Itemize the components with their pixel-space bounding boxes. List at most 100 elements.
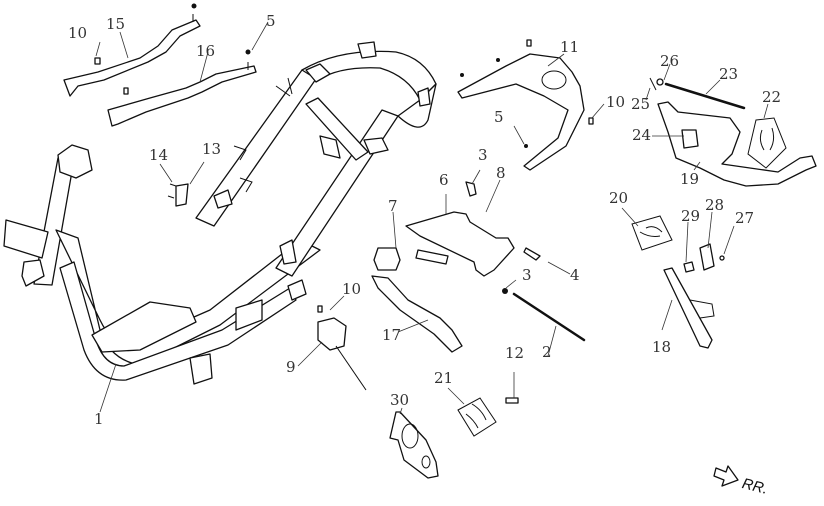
gasket-hole bbox=[421, 455, 431, 469]
callout-22: 22 bbox=[762, 88, 782, 106]
callout-10: 10 bbox=[606, 93, 626, 111]
gasket-plate-30 bbox=[389, 411, 439, 479]
frame-tab bbox=[279, 239, 297, 265]
lower-bracket-17 bbox=[371, 275, 463, 353]
seat-bracket-plate bbox=[319, 135, 341, 159]
callout-26: 26 bbox=[660, 52, 680, 70]
main-frame bbox=[3, 41, 437, 385]
callout-9: 9 bbox=[286, 358, 296, 376]
bolt bbox=[526, 39, 532, 47]
bolt-3-a bbox=[465, 181, 477, 197]
callout-24: 24 bbox=[632, 126, 652, 144]
callout-17: 17 bbox=[382, 326, 402, 344]
stopper-24 bbox=[681, 129, 699, 149]
long-bolt-2 bbox=[512, 292, 586, 342]
callout-20: 20 bbox=[609, 189, 629, 207]
arrow-icon bbox=[713, 465, 739, 487]
seat-crossbar bbox=[305, 97, 369, 161]
gasket-hole bbox=[401, 423, 419, 449]
callout-21: 21 bbox=[434, 369, 454, 387]
bolt-4 bbox=[523, 247, 541, 261]
frame-tab bbox=[213, 189, 233, 209]
frame-tab bbox=[357, 41, 377, 59]
callout-23: 23 bbox=[719, 65, 739, 83]
cotter-pin-25 bbox=[649, 77, 657, 91]
side-stand-18 bbox=[663, 267, 713, 349]
floor-bracket-16 bbox=[107, 65, 257, 127]
spring-set-22 bbox=[747, 117, 787, 169]
rear-bracket-11 bbox=[457, 53, 585, 171]
stand-shaft-23 bbox=[664, 82, 746, 110]
screw-14 bbox=[167, 195, 175, 199]
callout-5: 5 bbox=[494, 108, 504, 126]
nut bbox=[460, 73, 464, 77]
callout-7: 7 bbox=[388, 197, 398, 215]
screw-14 bbox=[169, 183, 177, 187]
callout-25: 25 bbox=[631, 95, 651, 113]
callout-8: 8 bbox=[496, 164, 506, 182]
spring bbox=[639, 226, 663, 237]
bushing-7 bbox=[373, 247, 401, 271]
frame-tab bbox=[287, 279, 307, 301]
spring bbox=[759, 127, 775, 151]
frame-tab bbox=[189, 353, 213, 385]
cross-tube bbox=[91, 301, 197, 353]
side-stand-arm bbox=[689, 299, 715, 319]
callout-12: 12 bbox=[505, 344, 525, 362]
callout-11: 11 bbox=[560, 38, 580, 56]
spring-set-20 bbox=[631, 215, 673, 251]
frame-tab bbox=[417, 87, 431, 107]
callout-4: 4 bbox=[570, 266, 580, 284]
callout-19: 19 bbox=[680, 170, 700, 188]
small-plate-13 bbox=[175, 183, 189, 207]
bolt-10-c bbox=[588, 117, 594, 125]
callout-1: 1 bbox=[94, 410, 104, 428]
callout-6: 6 bbox=[439, 171, 449, 189]
floor-bracket-15 bbox=[63, 19, 201, 97]
callout-2: 2 bbox=[542, 343, 552, 361]
callout-3: 3 bbox=[478, 146, 488, 164]
head-lower-clamp bbox=[21, 259, 45, 287]
spring bbox=[465, 403, 487, 429]
bolt-27 bbox=[719, 255, 725, 261]
callout-5: 5 bbox=[266, 12, 276, 30]
frame-tab bbox=[235, 299, 263, 331]
callout-28: 28 bbox=[705, 196, 725, 214]
nut-5-b bbox=[245, 49, 251, 55]
callout-18: 18 bbox=[652, 338, 672, 356]
frame-hook bbox=[233, 145, 253, 193]
bolt-10-a bbox=[94, 57, 101, 65]
nut bbox=[496, 58, 500, 62]
bolt-10-b bbox=[123, 87, 129, 95]
nut-3-b bbox=[502, 288, 508, 294]
nut-5-a bbox=[191, 3, 197, 9]
frame-tab bbox=[305, 63, 331, 83]
callout-10: 10 bbox=[68, 24, 88, 42]
head-bracket bbox=[3, 219, 49, 259]
stand-switch-28 bbox=[699, 243, 715, 271]
callout-10: 10 bbox=[342, 280, 362, 298]
callout-30: 30 bbox=[390, 391, 410, 409]
frame-tab bbox=[363, 137, 389, 155]
bracket-hole bbox=[541, 70, 567, 90]
callout-16: 16 bbox=[196, 42, 216, 60]
callout-15: 15 bbox=[106, 15, 126, 33]
callout-29: 29 bbox=[681, 207, 701, 225]
callout-3: 3 bbox=[522, 266, 532, 284]
bolt-12 bbox=[505, 397, 519, 404]
nut-5-c bbox=[524, 144, 528, 148]
switch-assembly-9 bbox=[317, 317, 347, 351]
head-pipe-top bbox=[57, 144, 93, 179]
frame-hook bbox=[275, 77, 293, 97]
pivot-pipe-8 bbox=[415, 249, 449, 265]
callout-14: 14 bbox=[149, 146, 169, 164]
switch-cable bbox=[335, 345, 367, 391]
leader-lines bbox=[95, 21, 769, 415]
spring-set-21 bbox=[457, 397, 497, 437]
callout-13: 13 bbox=[202, 140, 222, 158]
washer-26 bbox=[656, 78, 664, 86]
bolt-10-d bbox=[317, 305, 323, 313]
stopper-rubber-29 bbox=[683, 261, 695, 273]
